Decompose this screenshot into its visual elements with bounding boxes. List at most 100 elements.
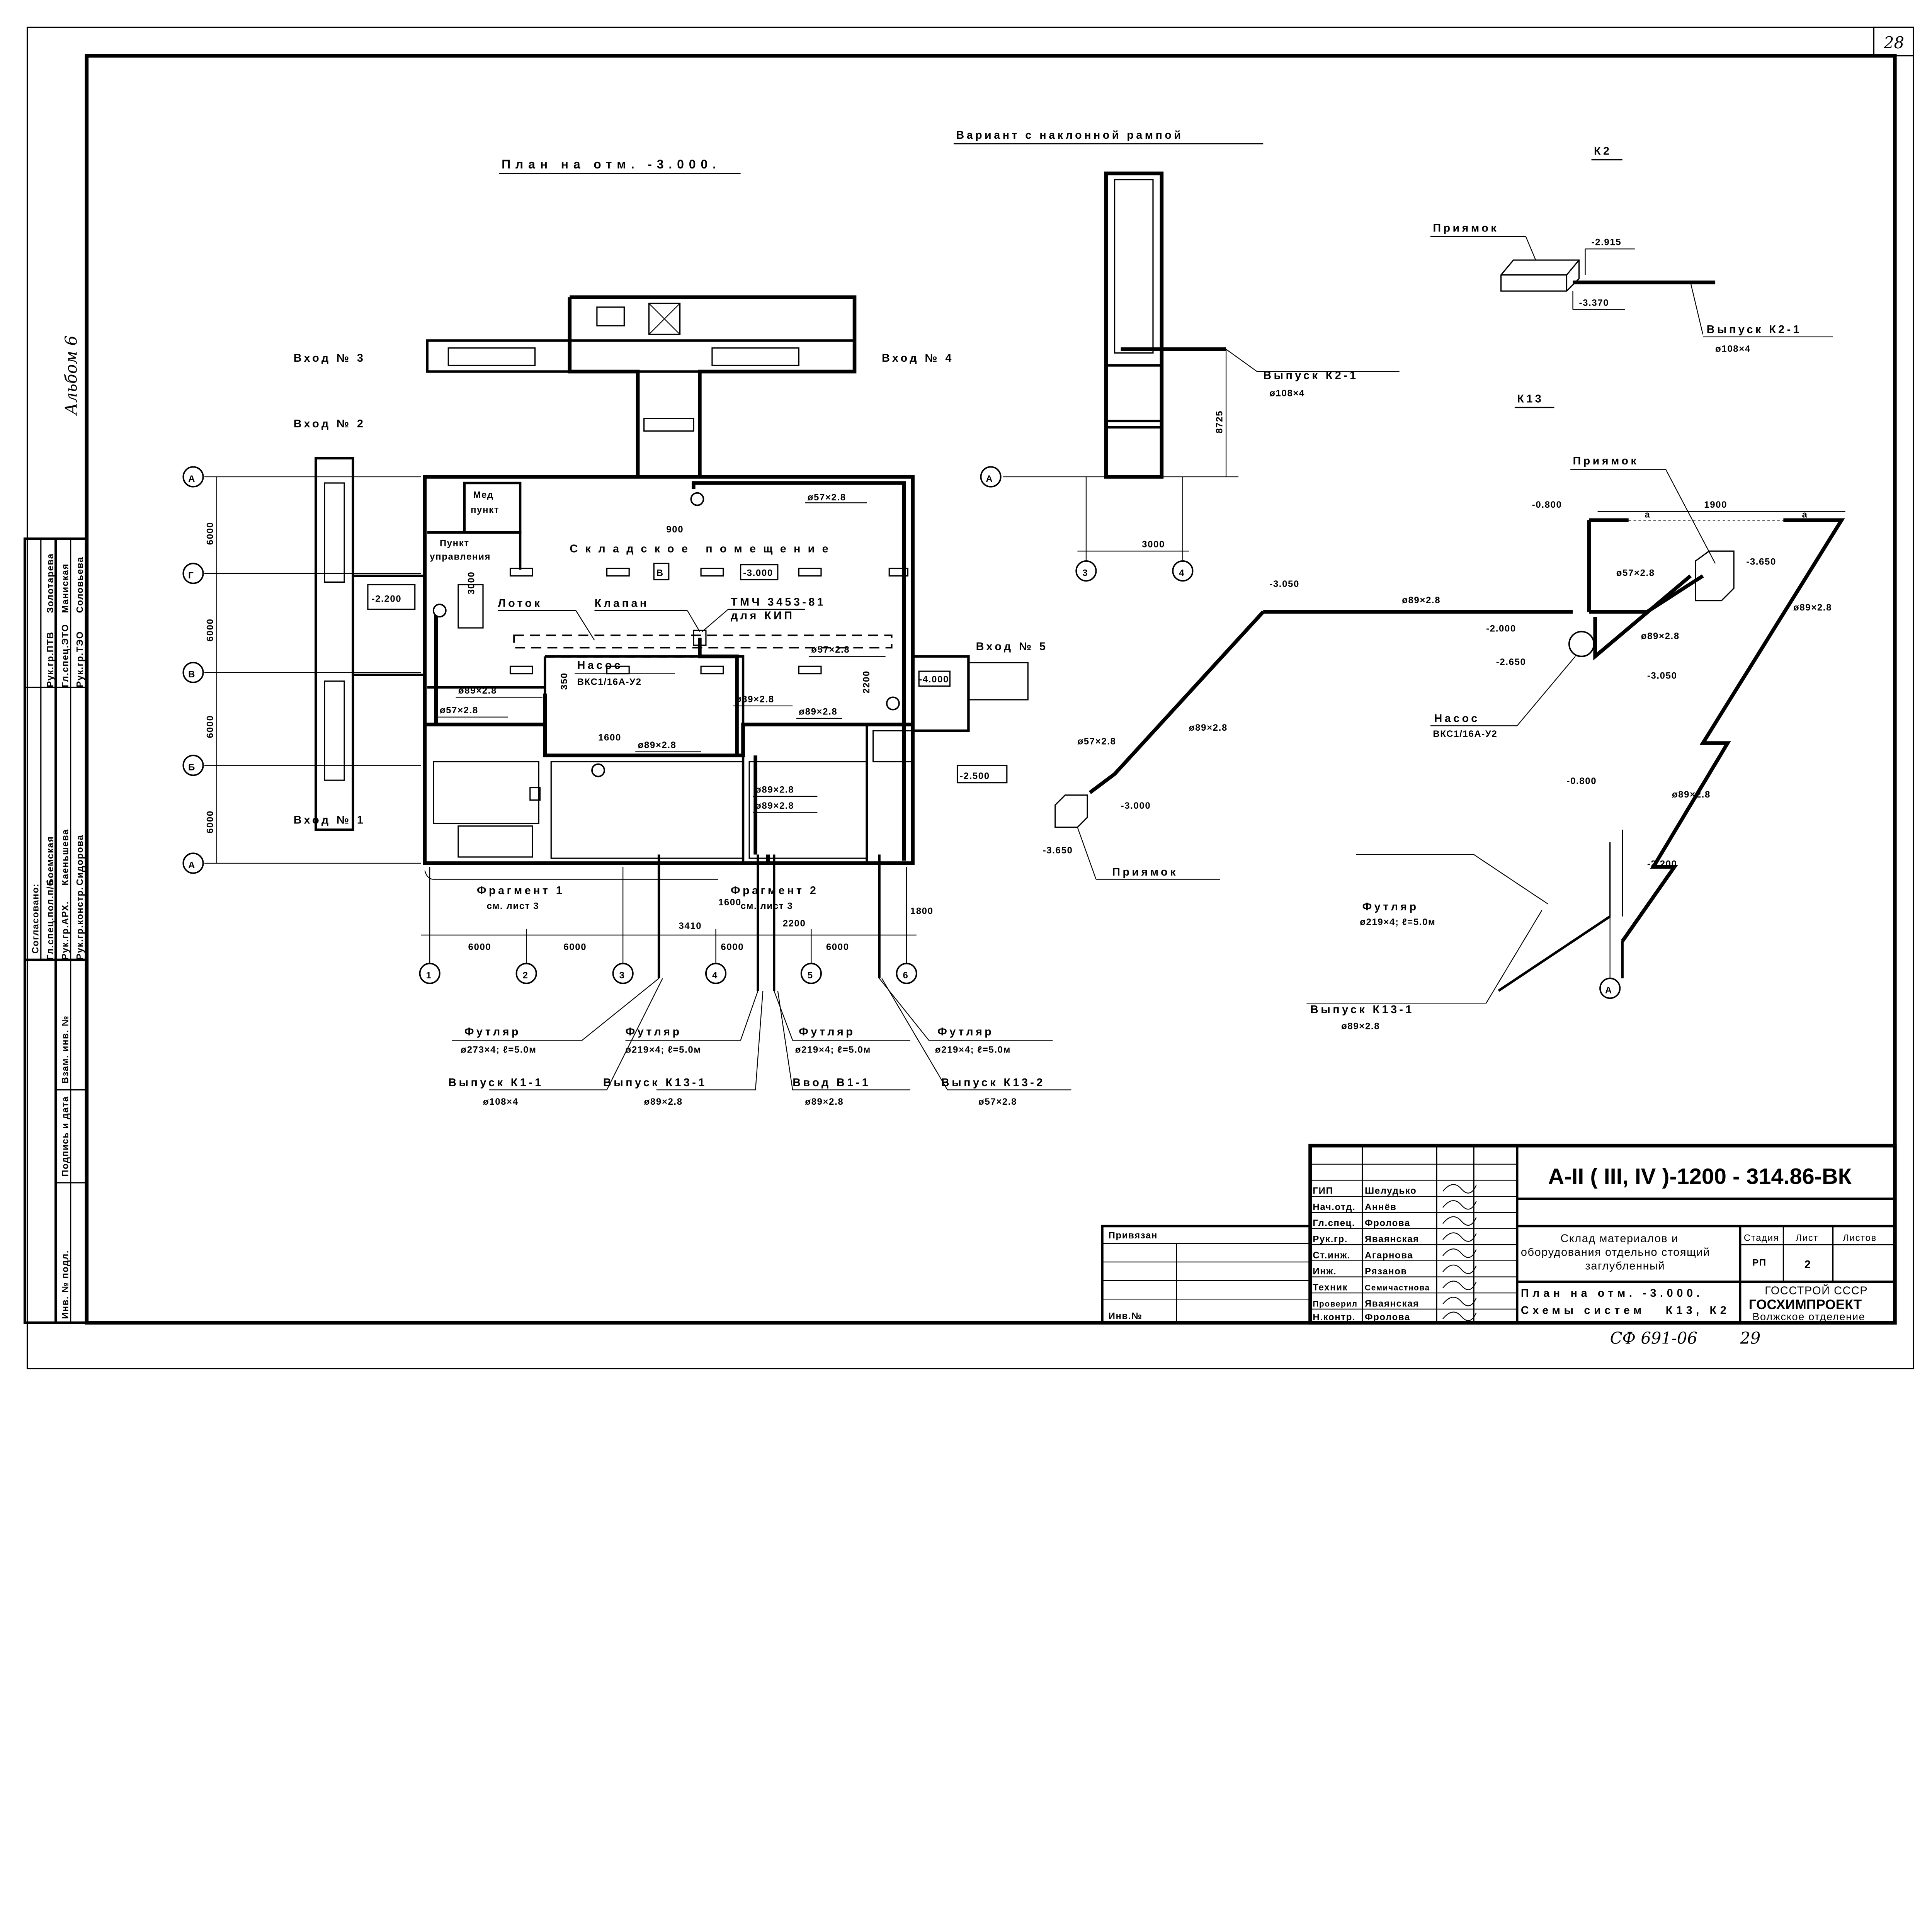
staff-name: Агарнова bbox=[1365, 1250, 1413, 1260]
approval-name: Сидорова bbox=[75, 835, 85, 886]
ramp-variant: Вариант с наклонной рампой Выпуск К2-1 ø… bbox=[953, 129, 1400, 582]
pipe-size: ø89×2.8 bbox=[1672, 789, 1711, 800]
callout-outlet-size: ø89×2.8 bbox=[644, 1097, 683, 1107]
k2-scheme: К2 Приямок -2.915 -3.370 Выпуск К2-1 ø10… bbox=[1430, 145, 1833, 354]
axis-label: 5 bbox=[808, 970, 813, 981]
axis-label: 1 bbox=[426, 970, 432, 981]
section-mark: а bbox=[1645, 510, 1650, 520]
approval-name: Боемская bbox=[45, 836, 56, 886]
inner-frame bbox=[85, 54, 1897, 1325]
axis-label: 4 bbox=[712, 970, 718, 981]
level-mark: -3.050 bbox=[1269, 579, 1299, 589]
dimension: 900 bbox=[666, 524, 684, 535]
pipe-size: ø57×2.8 bbox=[440, 705, 478, 716]
level-mark: -3.650 bbox=[1043, 845, 1073, 855]
valve-label: Клапан bbox=[594, 597, 649, 610]
pipe-size: ø57×2.8 bbox=[808, 492, 846, 503]
signatures bbox=[1442, 1184, 1477, 1321]
dimension: 1800 bbox=[910, 906, 934, 916]
footer-page: 29 bbox=[1740, 1329, 1760, 1348]
fragment-ref: см. лист 3 bbox=[487, 901, 539, 912]
level-mark: -2.200 bbox=[1647, 859, 1677, 869]
staff-role: Н.контр. bbox=[1313, 1312, 1355, 1323]
approval-role: Рук.гр.ТЭО bbox=[75, 631, 85, 687]
floor-plan: План на отм. -3.000. -2.200 -4.000 -2.50… bbox=[182, 157, 1071, 1107]
column-axes: 1 2 3 4 5 6 6000 6000 6000 6000 3410 160… bbox=[419, 867, 934, 984]
entrance-label: Вход № 3 bbox=[294, 352, 366, 364]
staff-name: Яваянская bbox=[1365, 1234, 1419, 1245]
level-mark: -3.000 bbox=[1121, 801, 1151, 811]
axis-label: А bbox=[188, 860, 196, 871]
tray-label: Лоток bbox=[498, 597, 542, 610]
callout-outlet: Ввод В1-1 bbox=[793, 1077, 871, 1089]
axis-label: А bbox=[188, 474, 196, 484]
pipe-size: ø57×2.8 bbox=[811, 645, 850, 655]
approval-title: Согласовано: bbox=[30, 883, 41, 954]
dimension: 2200 bbox=[861, 670, 872, 694]
approval-name: Каеньшева bbox=[60, 829, 70, 886]
pipe-size: ø57×2.8 bbox=[1077, 736, 1116, 747]
object-name: оборудования отдельно стоящий bbox=[1521, 1246, 1710, 1259]
pipe-size: ø89×2.8 bbox=[1641, 631, 1680, 641]
callout-outlet: Выпуск К1-1 bbox=[448, 1077, 543, 1089]
staff-role: Техник bbox=[1313, 1282, 1348, 1293]
dimension: 1600 bbox=[718, 897, 742, 908]
object-name: заглубленный bbox=[1585, 1260, 1665, 1272]
staff-role: Гл.спец. bbox=[1313, 1218, 1355, 1228]
entrance-label: Вход № 4 bbox=[882, 352, 954, 364]
approval-stamp: Согласовано: Рук.гр.ПТВ Золотарева Гл.сп… bbox=[23, 537, 88, 1324]
pump-label: Насос bbox=[1434, 713, 1480, 725]
dimension: 3000 bbox=[466, 571, 477, 595]
level-mark: -3.050 bbox=[1647, 670, 1677, 681]
inv-replace-label: Взам. инв. № bbox=[60, 1015, 70, 1084]
staff-role: Проверил bbox=[1313, 1299, 1357, 1308]
pump-model-label: ВКС1/16А-У2 bbox=[1433, 729, 1497, 739]
level-mark: -2.650 bbox=[1496, 657, 1526, 667]
level-mark: -0.800 bbox=[1532, 500, 1562, 510]
pipe-size: ø89×2.8 bbox=[755, 784, 794, 795]
pipe-size: ø89×2.8 bbox=[736, 694, 774, 704]
plan-title: План на отм. -3.000. bbox=[502, 157, 721, 171]
stage-value: РП bbox=[1752, 1258, 1767, 1268]
staff-role: Нач.отд. bbox=[1313, 1202, 1355, 1212]
outlet-label: Выпуск К2-1 bbox=[1707, 323, 1802, 336]
entrance-label: Вход № 5 bbox=[976, 641, 1048, 653]
pit-label: Приямок bbox=[1433, 222, 1499, 234]
org-name: Волжское отделение bbox=[1752, 1311, 1865, 1323]
span-dimension: 6000 bbox=[205, 810, 215, 833]
document-code: А-II ( III, IV )-1200 - 314.86-ВК bbox=[1548, 1164, 1852, 1189]
dimension: 1900 bbox=[1704, 500, 1727, 510]
valve-spec-label: ТМЧ 3453-81 bbox=[731, 596, 826, 608]
outlet-size: ø108×4 bbox=[1269, 388, 1305, 399]
pipe-size: ø89×2.8 bbox=[638, 740, 677, 750]
approval-name: Соловьева bbox=[75, 556, 85, 613]
pipe-size: ø89×2.8 bbox=[1402, 595, 1440, 605]
callout-sleeve: Футляр bbox=[464, 1026, 521, 1038]
stage-label: Стадия bbox=[1744, 1233, 1779, 1243]
sheets-label: Листов bbox=[1843, 1233, 1877, 1243]
entrance-label: Вход № 2 bbox=[294, 418, 366, 430]
org-name: ГОСХИМПРОЕКТ bbox=[1749, 1297, 1862, 1312]
callout-sleeve: Футляр bbox=[626, 1026, 682, 1038]
object-name: Склад материалов и bbox=[1560, 1233, 1678, 1245]
room-label-storage: Складское помещение bbox=[570, 543, 836, 555]
pipe-size: ø89×2.8 bbox=[1793, 602, 1832, 613]
axis-label: Г bbox=[188, 570, 194, 581]
span-dimension: 6000 bbox=[826, 942, 849, 952]
approval-role: Рук.гр.АРХ. bbox=[60, 901, 70, 960]
staff-name: Семичастнова bbox=[1365, 1284, 1430, 1293]
staff-role: ГИП bbox=[1313, 1186, 1333, 1196]
room-label-control: управления bbox=[430, 552, 491, 562]
dimension: 2200 bbox=[783, 918, 806, 929]
pit-label: Приямок bbox=[1573, 455, 1639, 467]
k13-title: К13 bbox=[1517, 393, 1544, 405]
k2-title: К2 bbox=[1594, 145, 1612, 158]
level-mark: -2.200 bbox=[372, 594, 402, 604]
callout-outlet-size: ø89×2.8 bbox=[805, 1097, 844, 1107]
level-mark: -2.500 bbox=[960, 771, 990, 781]
callout-outlet-size: ø108×4 bbox=[483, 1097, 519, 1107]
staff-name: Рязанов bbox=[1365, 1266, 1407, 1277]
fragment-label: Фрагмент 1 bbox=[477, 884, 565, 897]
span-dimension: 6000 bbox=[205, 715, 215, 738]
